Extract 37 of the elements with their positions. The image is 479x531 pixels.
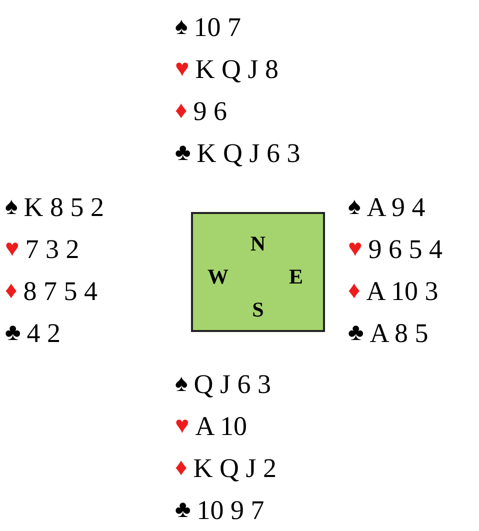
suit-symbol: ♦ bbox=[5, 279, 18, 303]
suit-symbol: ♠ bbox=[175, 15, 188, 39]
suit-symbol: ♥ bbox=[5, 237, 20, 261]
card-holding: 10 9 7 bbox=[196, 496, 264, 524]
card-holding: Q J 6 3 bbox=[194, 370, 272, 398]
card-holding: A 8 5 bbox=[370, 320, 428, 346]
card-holding: 8 7 5 4 bbox=[23, 278, 98, 304]
suit-symbol: ♠ bbox=[348, 195, 361, 219]
direction-letter: E bbox=[289, 266, 303, 288]
suit-symbol: ♠ bbox=[175, 372, 188, 396]
card-holding: 7 3 2 bbox=[25, 236, 80, 262]
card-holding: A 10 bbox=[195, 412, 248, 440]
card-holding: K Q J 8 bbox=[195, 56, 279, 82]
direction-letter: S bbox=[252, 300, 264, 320]
card-holding: 9 6 5 4 bbox=[368, 236, 442, 262]
suit-symbol: ♠ bbox=[5, 195, 18, 219]
card-holding: A 10 3 bbox=[366, 278, 438, 304]
card-holding: 9 6 bbox=[193, 98, 227, 124]
card-holding: 4 2 bbox=[26, 320, 60, 346]
direction-letter: W bbox=[208, 266, 228, 288]
suit-symbol: ♥ bbox=[348, 237, 362, 261]
suit-symbol: ♣ bbox=[348, 321, 364, 345]
card-holding: K 8 5 2 bbox=[24, 194, 104, 220]
direction-letter: N bbox=[250, 234, 266, 254]
card-holding: A 9 4 bbox=[366, 194, 426, 220]
suit-symbol: ♦ bbox=[175, 456, 188, 480]
suit-symbol: ♣ bbox=[175, 498, 191, 522]
compass-box bbox=[191, 212, 325, 332]
suit-symbol: ♣ bbox=[175, 141, 191, 165]
suit-symbol: ♥ bbox=[175, 57, 190, 81]
suit-symbol: ♦ bbox=[175, 99, 188, 123]
suit-symbol: ♦ bbox=[348, 279, 360, 303]
suit-symbol: ♥ bbox=[175, 414, 190, 438]
card-holding: 10 7 bbox=[194, 14, 241, 40]
card-holding: K Q J 2 bbox=[193, 454, 277, 482]
suit-symbol: ♣ bbox=[5, 321, 21, 345]
card-holding: K Q J 6 3 bbox=[196, 140, 300, 166]
